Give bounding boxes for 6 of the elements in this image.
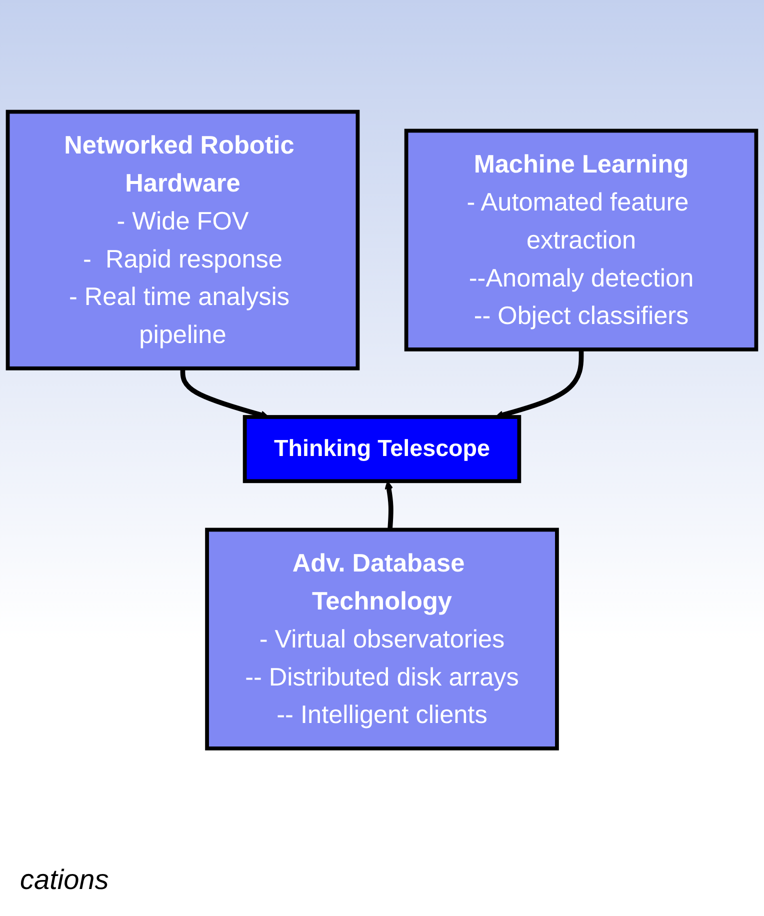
node-box: Networked Robotic Hardware - Wide FOV - Rapid response - Real time analysis pipeline (6, 110, 360, 370)
node-box: Machine Learning - Automated feature extraction --Anomaly detection -- Object classifiers (404, 128, 758, 352)
node-box: Thinking Telescope (242, 414, 522, 483)
arrow (384, 480, 394, 530)
note-text: cations (20, 864, 109, 896)
node-box: Adv. Database Technology - Virtual observatories -- Distributed disk arrays -- Intelligent clients (205, 528, 559, 750)
